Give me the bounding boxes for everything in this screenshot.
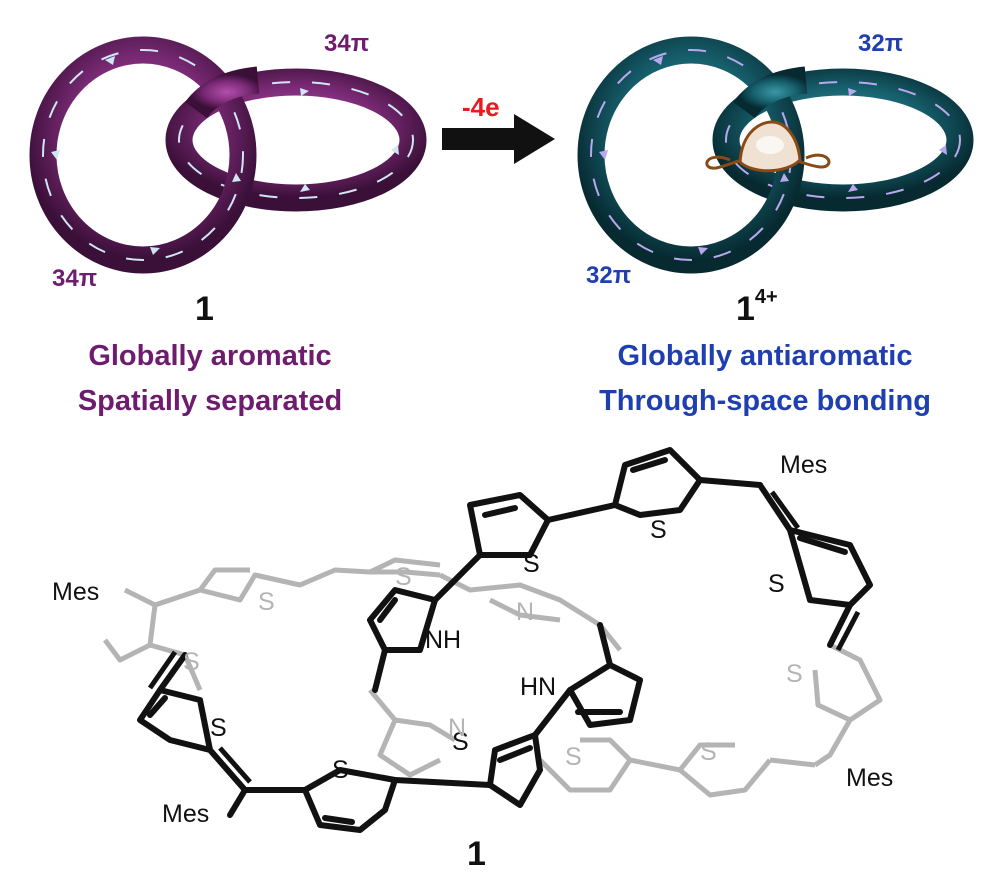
oxidized-pi-right: 32π <box>858 30 904 57</box>
sulfur-label: S <box>650 516 667 544</box>
oxidized-ring-pair <box>577 36 974 274</box>
sulfur-label: S <box>452 728 469 756</box>
oxidized-desc-line1: Globally antiaromatic <box>617 340 913 372</box>
orbital-lobe-icon <box>705 120 831 173</box>
sulfur-label: S <box>210 714 227 742</box>
neutral-ring-right <box>165 68 427 212</box>
ring-current-arrow <box>599 56 947 255</box>
sulfur-label: S <box>332 756 349 784</box>
gray-sulfur-label: S <box>183 648 200 676</box>
reaction-arrow <box>442 114 555 164</box>
gray-sulfur-label: S <box>786 660 803 688</box>
back-strand <box>103 557 883 798</box>
ring-current-arrow <box>51 56 399 255</box>
neutral-desc-line2: Spatially separated <box>77 385 343 417</box>
gray-sulfur-label: S <box>565 743 582 771</box>
neutral-pi-right: 34π <box>324 30 370 57</box>
structure-compound-label: 1 <box>467 835 486 873</box>
oxidized-charge: 4+ <box>754 286 778 308</box>
exocyclic-double-bonds <box>147 490 861 784</box>
neutral-desc-line1: Globally aromatic <box>88 340 332 372</box>
sulfur-label: S <box>523 550 540 578</box>
oxidized-compound-label: 14+ <box>736 286 778 329</box>
neutral-pi-left: 34π <box>52 265 98 292</box>
neutral-ring-pair <box>29 36 427 274</box>
neutral-ring-left <box>29 36 257 274</box>
hn-label: HN <box>520 673 557 701</box>
mes-label: Mes <box>162 800 210 828</box>
gray-sulfur-label: S <box>395 563 412 591</box>
mes-label: Mes <box>846 764 894 792</box>
oxidized-pi-left: 32π <box>586 262 632 289</box>
oxidized-ring-overlap <box>733 66 808 119</box>
electron-count: -4e <box>462 92 500 122</box>
gray-sulfur-label: S <box>258 588 275 616</box>
gray-nitrogen-label: N <box>516 598 535 626</box>
oxidized-ring-right <box>712 68 974 212</box>
gray-sulfur-label: S <box>700 738 717 766</box>
front-strand <box>137 447 873 833</box>
oxidized-desc-line2: Through-space bonding <box>599 385 931 417</box>
mes-label: Mes <box>780 451 828 479</box>
gray-nitrogen-label: N <box>448 714 467 742</box>
neutral-ring-overlap <box>185 66 260 119</box>
mes-label: Mes <box>52 578 100 606</box>
nh-label: NH <box>425 626 462 654</box>
sulfur-label: S <box>768 570 785 598</box>
oxidized-compound-number: 1 <box>736 290 755 328</box>
neutral-compound-label: 1 <box>195 290 214 328</box>
